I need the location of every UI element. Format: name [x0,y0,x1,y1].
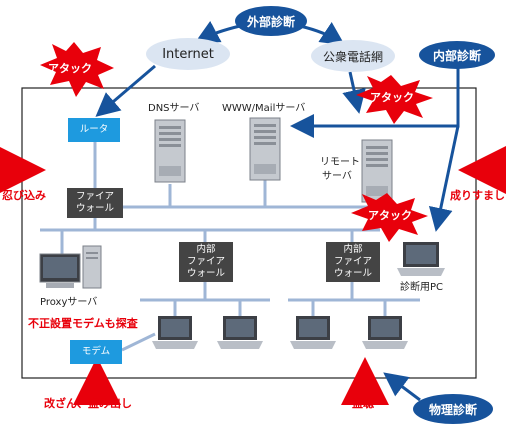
internal-diagnosis-label: 内部診断 [432,48,481,63]
internal-firewall-box: 内部 ファイア ウォール [326,242,380,282]
physical-diagnosis-label: 物理診断 [428,402,477,417]
firewall-label-line1: ファイア [75,191,114,202]
public-phone-network-cloud: 公衆電話網 [311,40,395,72]
internal-firewall-label-line3: ウォール [186,268,225,279]
modem-label: モデム [81,346,111,357]
laptop-icon [290,316,336,349]
attack-label: アタック [368,209,412,222]
threat-arrows [0,146,506,405]
attack-label: アタック [48,62,92,75]
www-mail-server-label: WWW/Mailサーバ [222,103,306,114]
remote-server-label-line1: リモート [320,157,360,168]
spoofing-label: 成りすまし [450,189,505,202]
laptop-icon [362,316,408,349]
diagnostic-arrows [95,20,460,402]
internal-firewall-label-line3: ウォール [333,268,372,279]
internal-diagnosis-badge: 内部診断 [419,41,495,69]
external-diagnosis-label: 外部診断 [246,14,295,29]
internal-firewall-label-line2: ファイア [186,256,225,267]
internet-cloud: Internet [146,38,230,70]
internal-firewall-label-line2: ファイア [333,256,372,267]
firewall-box: ファイア ウォール [67,188,123,218]
attack-label: アタック [370,91,414,104]
internet-label: Internet [162,46,214,62]
public-phone-network-label: 公衆電話網 [322,49,383,64]
network-boundary [21,87,477,379]
rogue-modem-label: 不正設置モデムも探査 [28,317,138,330]
attack-burst-icon [351,193,428,242]
laptop-icon [217,316,263,349]
external-diagnosis-badge: 外部診断 [235,6,307,36]
dns-server-icon [154,119,186,183]
internal-firewall-label-line1: 内部 [343,244,363,255]
diagnostic-laptop-icon [397,242,445,276]
internal-firewall-box: 内部 ファイア ウォール [179,242,233,282]
laptop-icon [152,316,198,349]
router-box: ルータ [68,118,120,142]
proxy-desktop-icon [39,245,102,289]
proxy-server-label: Proxyサーバ [40,297,98,308]
router-label: ルータ [79,124,109,135]
attack-burst-icon [40,42,114,97]
internal-firewall-label-line1: 内部 [196,244,216,255]
modem-box: モデム [70,340,122,364]
wiretap-label: 盗聴 [352,397,374,410]
attack-burst-icon [356,75,433,124]
physical-diagnosis-badge: 物理診断 [413,394,493,424]
www-mail-server-icon [249,117,281,181]
firewall-label-line2: ウォール [75,203,114,214]
dns-server-label: DNSサーバ [148,103,200,114]
diagnostic-pc-label: 診断用PC [400,282,444,293]
intrusion-label: 忍び込み [2,189,46,202]
network-cables [40,140,420,352]
remote-server-icon [361,139,393,203]
remote-server-label-line2: サーバ [322,171,352,182]
tamper-theft-label: 改ざん、盗み出し [44,397,132,410]
